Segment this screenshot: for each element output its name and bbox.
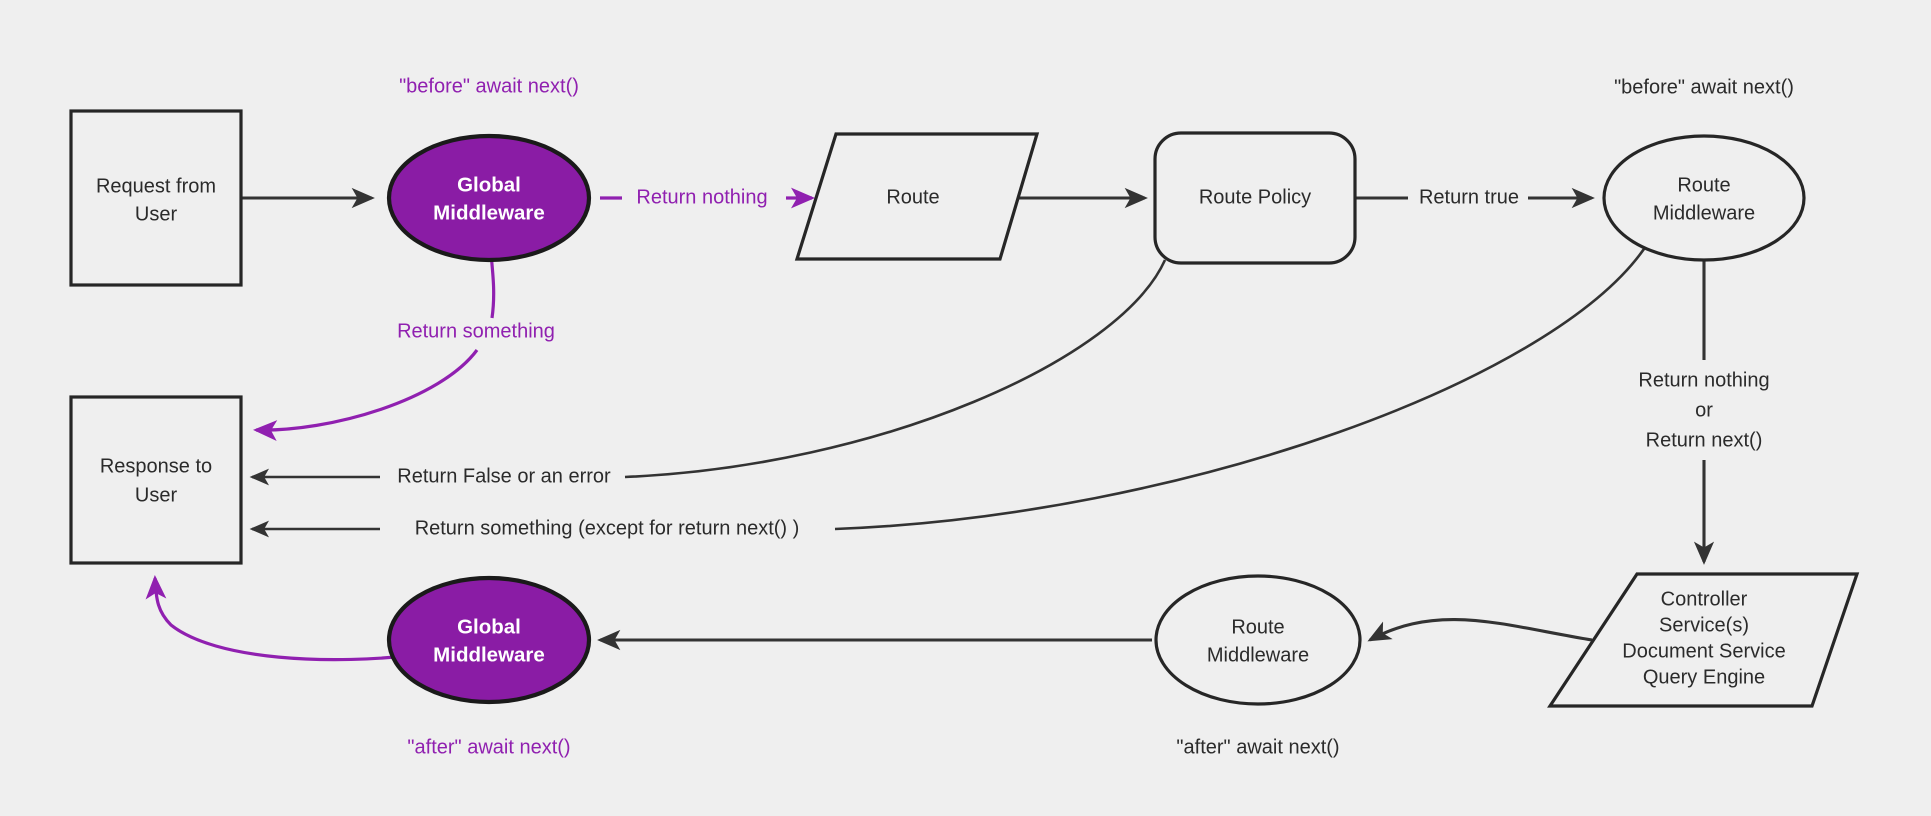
node-response-label-line1: Response to bbox=[100, 455, 212, 477]
node-request-from-user[interactable]: Request from User bbox=[69, 109, 243, 287]
node-route[interactable]: Route bbox=[794, 132, 1040, 261]
edge-label-return-something-except: Return something (except for return next… bbox=[415, 517, 800, 539]
node-routemw-bottom-label-line1: Route bbox=[1231, 616, 1284, 638]
node-controller-label-line1: Controller bbox=[1661, 588, 1748, 610]
edge-routemw-return-something-curve bbox=[834, 242, 1650, 531]
edge-label-return-true: Return true bbox=[1419, 186, 1519, 208]
node-response-label-line2: User bbox=[135, 484, 178, 506]
edge-label-routemw-or: or bbox=[1695, 399, 1713, 421]
edge-label-return-nothing: Return nothing bbox=[636, 186, 767, 208]
node-controller-services[interactable]: Controller Service(s) Document Service Q… bbox=[1547, 572, 1860, 708]
edge-global-bottom-to-response bbox=[145, 575, 425, 662]
node-controller-label-line4: Query Engine bbox=[1643, 666, 1765, 688]
node-request-label-line1: Request from bbox=[96, 175, 216, 197]
edge-label-after-await-next-route: "after" await next() bbox=[1176, 736, 1339, 758]
node-global-middleware-top[interactable]: Global Middleware bbox=[386, 133, 592, 263]
node-global-top-label-line2: Middleware bbox=[433, 201, 545, 224]
edge-global-return-something-seg2 bbox=[253, 349, 479, 441]
edge-policy-return-false-curve bbox=[624, 259, 1167, 479]
node-routemw-top-label-line2: Middleware bbox=[1653, 202, 1755, 224]
node-global-bottom-label-line2: Middleware bbox=[433, 643, 545, 666]
edge-label-before-await-next-route: "before" await next() bbox=[1614, 76, 1794, 98]
node-route-middleware-bottom[interactable]: Route Middleware bbox=[1154, 574, 1362, 706]
node-route-policy-label: Route Policy bbox=[1199, 186, 1311, 208]
node-routemw-bottom-label-line2: Middleware bbox=[1207, 644, 1309, 666]
node-response-to-user[interactable]: Response to User bbox=[69, 395, 243, 565]
node-request-label-line2: User bbox=[135, 203, 178, 225]
edge-label-before-await-next-global: "before" await next() bbox=[399, 75, 579, 97]
node-controller-label-line2: Service(s) bbox=[1659, 614, 1749, 636]
edge-label-after-await-next-global: "after" await next() bbox=[407, 736, 570, 758]
node-routemw-top-label-line1: Route bbox=[1677, 174, 1730, 196]
edge-label-return-something: Return something bbox=[397, 320, 555, 342]
edge-label-return-false-or-error: Return False or an error bbox=[397, 465, 611, 487]
node-global-top-label-line1: Global bbox=[457, 173, 521, 196]
node-route-middleware-top[interactable]: Route Middleware bbox=[1602, 134, 1806, 262]
node-controller-label-line3: Document Service bbox=[1622, 640, 1785, 662]
edge-label-routemw-return-nothing: Return nothing bbox=[1638, 369, 1769, 391]
node-route-policy[interactable]: Route Policy bbox=[1153, 131, 1357, 265]
node-global-bottom-label-line1: Global bbox=[457, 615, 521, 638]
node-global-middleware-bottom[interactable]: Global Middleware bbox=[386, 575, 592, 705]
edge-label-routemw-return-next: Return next() bbox=[1646, 429, 1763, 451]
edge-controller-to-routemw-bottom bbox=[1367, 618, 1593, 642]
node-route-label: Route bbox=[886, 186, 939, 208]
